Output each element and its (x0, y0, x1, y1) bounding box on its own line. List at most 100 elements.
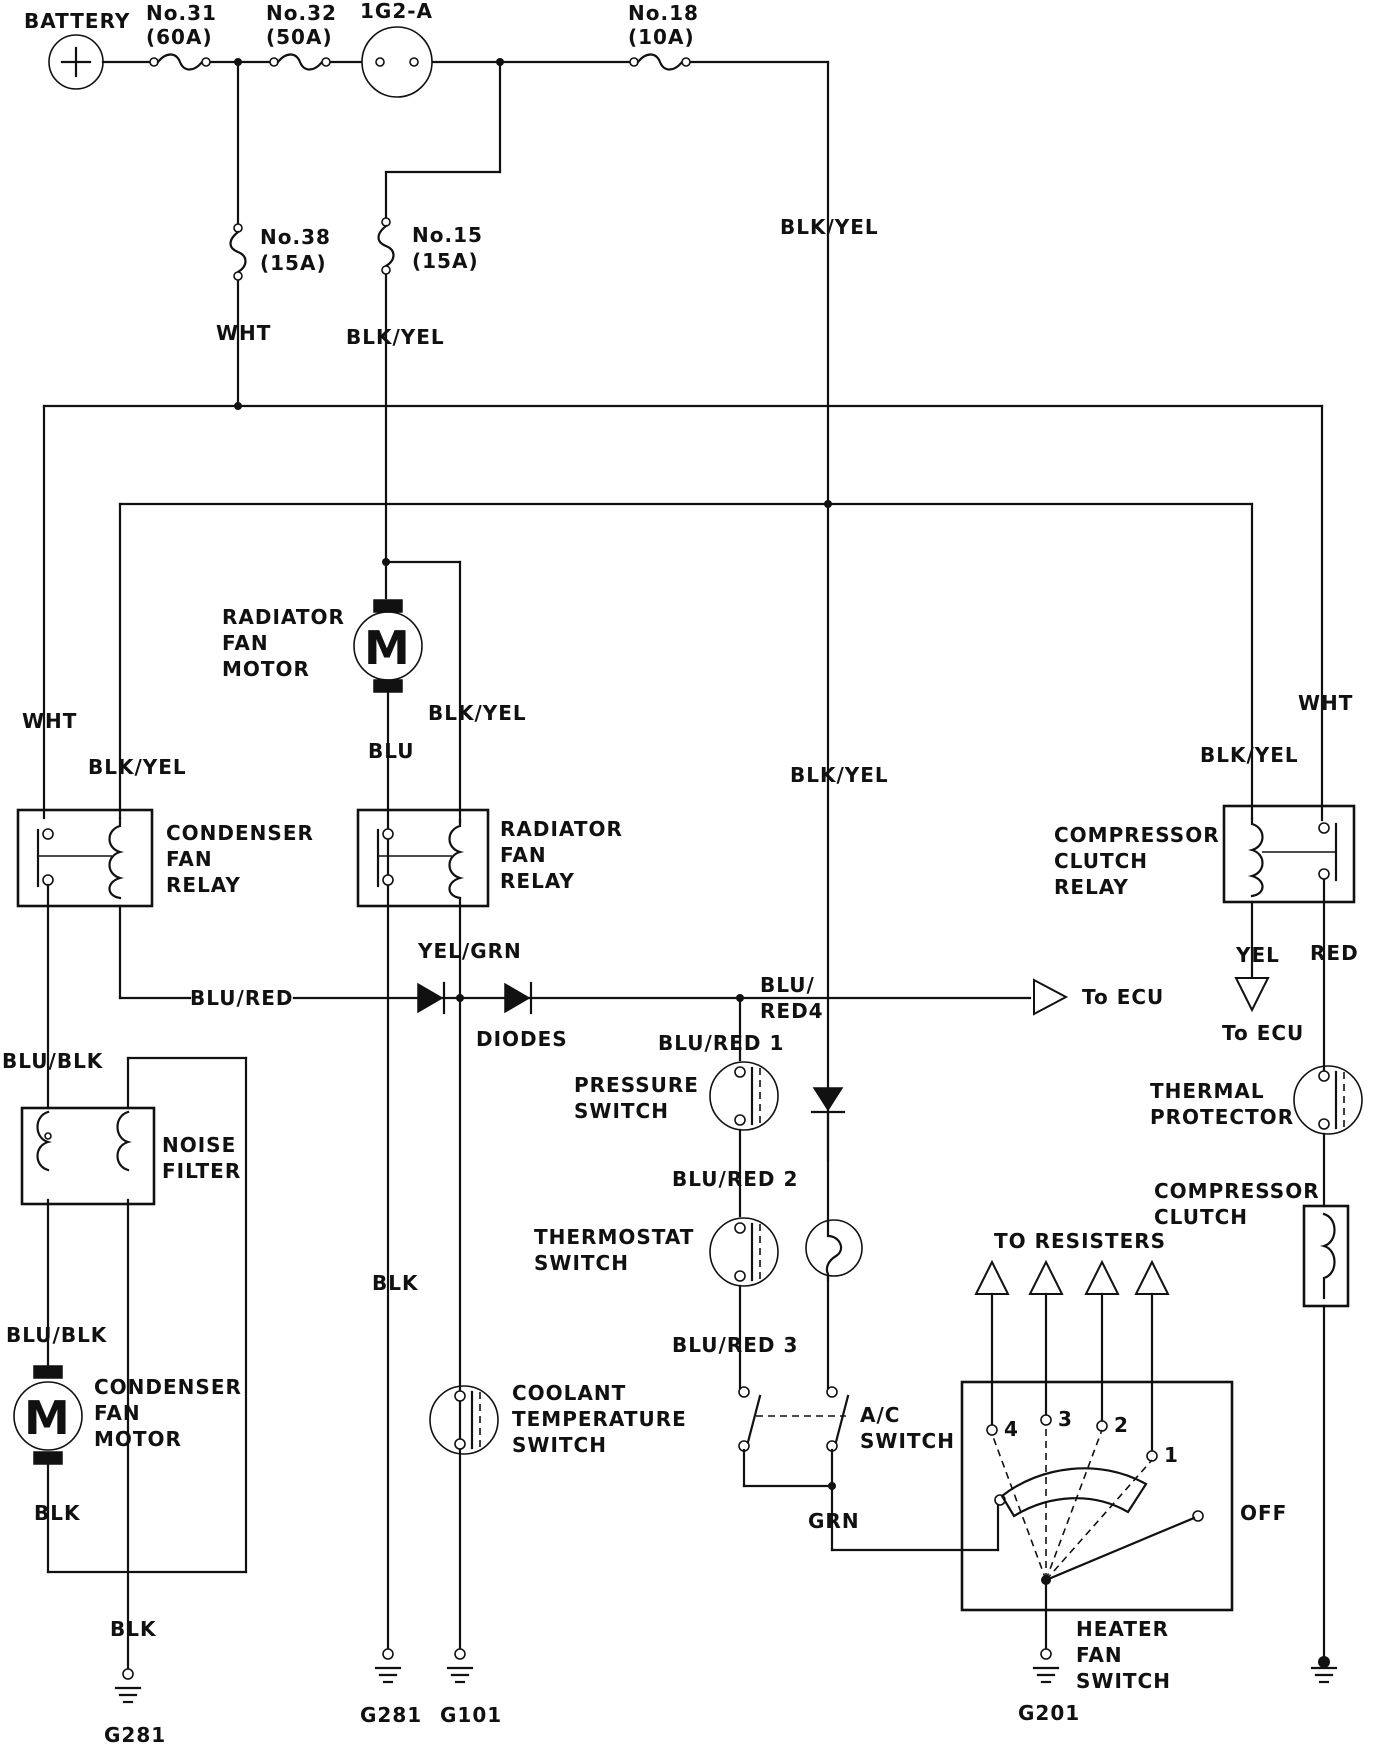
ground-label: G201 (1018, 1701, 1080, 1725)
wire-blkyel-label: BLK/YEL (780, 215, 879, 239)
wire-blublk-label: BLU/BLK (2, 1049, 104, 1073)
compressor-clutch-relay-label: CLUTCH (1054, 849, 1148, 873)
position-label: 2 (1114, 1413, 1129, 1437)
pressure-switch (709, 1061, 779, 1131)
fuse-no38 (229, 223, 247, 281)
diodes-label: DIODES (476, 1027, 568, 1051)
heater-fan-switch-label: SWITCH (1076, 1669, 1171, 1693)
to-ecu-arrow (1234, 977, 1270, 1013)
coolant-switch-label: COOLANT (512, 1381, 626, 1405)
indicator-lamp (805, 1219, 863, 1282)
wire-yelgrn-label: YEL/GRN (417, 939, 522, 963)
diode (504, 981, 533, 1015)
heater-fan-switch-label: HEATER (1076, 1617, 1169, 1641)
heater-fan-switch (960, 1380, 1234, 1652)
compressor-clutch-label: CLUTCH (1154, 1205, 1248, 1229)
radiator-fan-motor-label: MOTOR (222, 657, 310, 681)
condenser-fan-relay-label: CONDENSER (166, 821, 314, 845)
diode (417, 981, 446, 1015)
wire-red-label: RED (1310, 941, 1359, 965)
wire-blkyel-label: BLK/YEL (1200, 743, 1299, 767)
wire-blkyel-label: BLK/YEL (88, 755, 187, 779)
wire-yel-label: YEL (1235, 943, 1280, 967)
battery-label: BATTERY (24, 9, 130, 33)
to-resisters-label: TO RESISTERS (994, 1229, 1166, 1253)
coolant-switch-label: SWITCH (512, 1433, 607, 1457)
compressor-clutch-relay (1222, 804, 1356, 904)
wire-blk-label: BLK (34, 1501, 81, 1525)
compressor-clutch-relay-label: RELAY (1054, 875, 1129, 899)
fuse-no18-label: No.18 (628, 1, 699, 25)
radiator-fan-motor-label: FAN (222, 631, 269, 655)
condenser-fan-motor: M (13, 1365, 83, 1465)
radiator-fan-motor: M (353, 599, 423, 693)
wire-blu-red4-label: BLU/ (760, 973, 815, 997)
wire-blkyel-label: BLK/YEL (346, 325, 445, 349)
condenser-fan-relay-label: RELAY (166, 873, 241, 897)
position-label: 3 (1058, 1407, 1073, 1431)
fuse-no15-label: No.15 (412, 223, 483, 247)
fuse-1g2a-label: 1G2-A (360, 0, 433, 23)
distribution-wires (42, 404, 1324, 824)
wire-blk-label: BLK (110, 1617, 157, 1641)
to-resisters-arrows (974, 1259, 1170, 1454)
compressor-clutch (1302, 1204, 1350, 1308)
condenser-fan-motor-label: FAN (94, 1401, 141, 1425)
junction (736, 994, 744, 1002)
wire-blured3-label: BLU/RED 3 (672, 1333, 798, 1357)
pressure-switch-label: PRESSURE (574, 1073, 699, 1097)
compressor-clutch-relay-label: COMPRESSOR (1054, 823, 1220, 847)
ground-g201 (1032, 1648, 1060, 1684)
junction (382, 558, 390, 566)
noise-filter-label: NOISE (162, 1133, 236, 1157)
wire-blkyel-label: BLK/YEL (428, 701, 527, 725)
wire-blkyel-label: BLK/YEL (790, 763, 889, 787)
condenser-fan-relay-label: FAN (166, 847, 213, 871)
blu-red-line (118, 904, 1032, 1062)
motor-letter: M (364, 621, 410, 675)
wire-grn-label: GRN (808, 1509, 860, 1533)
thermal-protector-label: THERMAL (1150, 1079, 1265, 1103)
fuse-no32-rating: (50A) (266, 25, 333, 49)
wire-blured-label: BLU/RED (190, 986, 293, 1010)
wire-blk-label: BLK (372, 1271, 419, 1295)
fuse-no18 (629, 53, 691, 71)
radiator-fan-relay-label: RADIATOR (500, 817, 623, 841)
wire-wht-label: WHT (22, 709, 77, 733)
fuse-no32-label: No.32 (266, 1, 337, 25)
condenser-fan-motor-label: MOTOR (94, 1427, 182, 1451)
wire-blublk-label: BLU/BLK (6, 1323, 108, 1347)
top-bus-wires (101, 60, 830, 1162)
ac-diode (810, 1087, 846, 1114)
radiator-fan-motor-label: RADIATOR (222, 605, 345, 629)
fuse-no15-rating: (15A) (412, 249, 479, 273)
fuse-no38-rating: (15A) (260, 251, 327, 275)
wire-blu-label: BLU (368, 739, 415, 763)
ground-g281-left (114, 1668, 142, 1704)
condenser-branch-wires (46, 883, 248, 1672)
to-ecu-label: To ECU (1082, 985, 1164, 1009)
wire-blured2-label: BLU/RED 2 (672, 1167, 798, 1191)
fuse-no31-rating: (60A) (146, 25, 213, 49)
ac-switch-label: SWITCH (860, 1429, 955, 1453)
coolant-switch-label: TEMPERATURE (512, 1407, 687, 1431)
wire-wht-label: WHT (216, 321, 271, 345)
to-ecu-label: To ECU (1222, 1021, 1304, 1045)
compressor-clutch-label: COMPRESSOR (1154, 1179, 1320, 1203)
junction (828, 1482, 836, 1490)
wire-blured1-label: BLU/RED 1 (658, 1031, 784, 1055)
fuse-no31 (149, 53, 211, 71)
wire-blu-red4-label: RED4 (760, 999, 824, 1023)
junction (234, 58, 242, 66)
radiator-fan-relay (356, 808, 490, 908)
fuse-no38-label: No.38 (260, 225, 331, 249)
ground-label: G281 (104, 1723, 166, 1744)
thermal-protector (1293, 1065, 1363, 1135)
junction (824, 500, 832, 508)
thermostat-switch (709, 1217, 779, 1287)
ground-compressor (1310, 1656, 1338, 1684)
radiator-fan-relay-label: RELAY (500, 869, 575, 893)
ac-switch (738, 1386, 850, 1552)
battery (48, 34, 104, 90)
